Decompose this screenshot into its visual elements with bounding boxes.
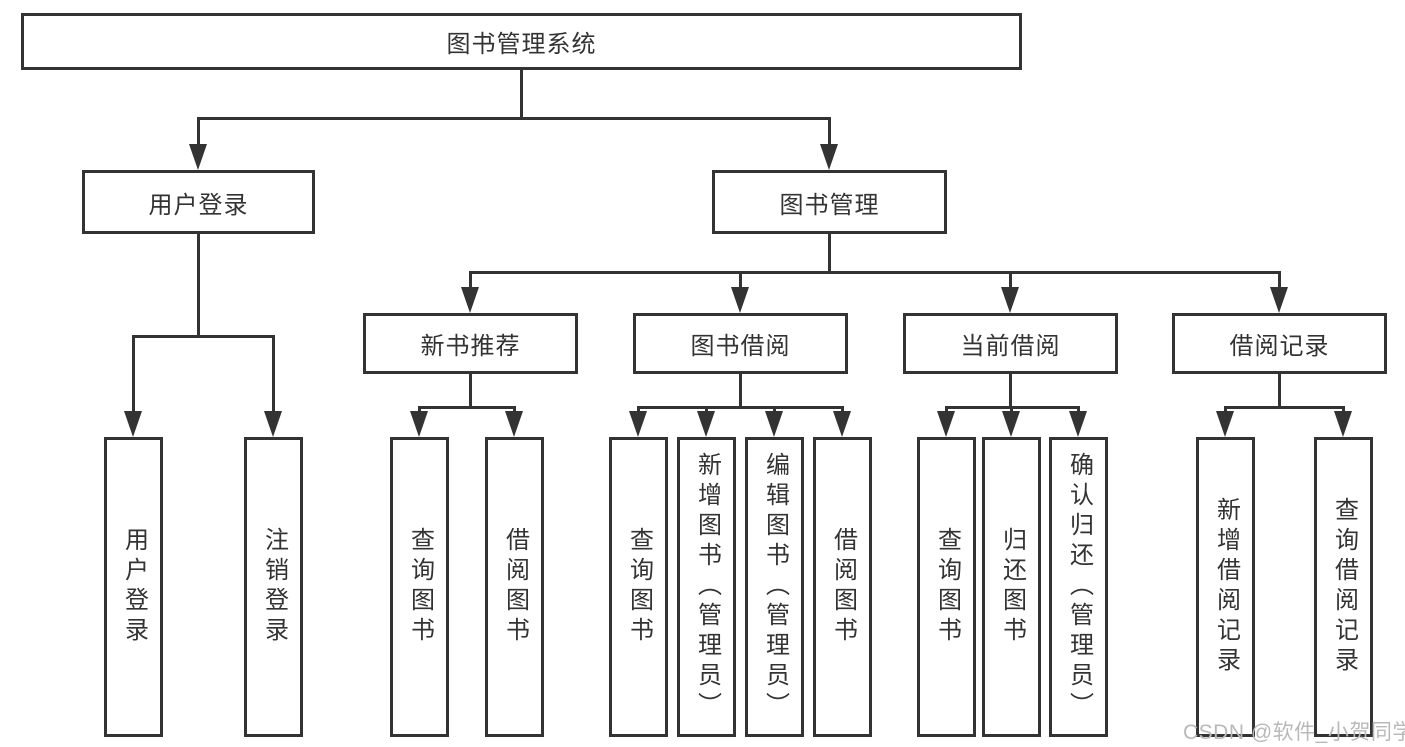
connector-level2-rail bbox=[469, 271, 1281, 274]
leaf-add-book-admin: 新增图书（管理员） bbox=[677, 437, 736, 737]
node-new-book-recommend: 新书推荐 bbox=[363, 313, 578, 374]
connector-drop-return-books bbox=[1010, 406, 1013, 414]
arrow-down-icon bbox=[629, 411, 647, 437]
connector-user-login-stem bbox=[197, 234, 200, 335]
connector-new-book-recommend-rail bbox=[418, 406, 516, 409]
leaf-label: 新增借阅记录 bbox=[1212, 497, 1240, 677]
leaf-borrow-books-2: 借阅图书 bbox=[813, 437, 872, 737]
connector-drop-add-book bbox=[705, 406, 708, 414]
connector-borrowing-records-stem bbox=[1278, 374, 1281, 406]
connector-drop-leaf-logout bbox=[272, 335, 275, 414]
leaf-label: 归还图书 bbox=[998, 527, 1026, 647]
connector-drop-edit-book bbox=[773, 406, 776, 414]
connector-drop-borrow-books-2 bbox=[841, 406, 844, 414]
connector-drop-add-borrow-record bbox=[1224, 406, 1227, 414]
arrow-down-icon bbox=[410, 411, 428, 437]
leaf-label: 借阅图书 bbox=[829, 527, 857, 647]
leaf-label: 查询借阅记录 bbox=[1330, 497, 1358, 677]
arrow-down-icon bbox=[697, 411, 715, 437]
leaf-label: 查询图书 bbox=[625, 527, 653, 647]
node-book-management-system: 图书管理系统 bbox=[21, 13, 1022, 70]
connector-user-login-rail bbox=[132, 335, 275, 338]
arrow-down-icon bbox=[264, 411, 282, 437]
connector-drop-query-books-2 bbox=[637, 406, 640, 414]
connector-drop-new-book-recommend bbox=[469, 271, 472, 291]
arrow-down-icon bbox=[1002, 411, 1020, 437]
connector-drop-borrow-books-1 bbox=[513, 406, 516, 414]
connector-drop-query-borrow-record bbox=[1342, 406, 1345, 414]
leaf-query-books-3: 查询图书 bbox=[917, 437, 976, 737]
connector-drop-query-books-3 bbox=[945, 406, 948, 414]
connector-drop-query-books-1 bbox=[418, 406, 421, 414]
leaf-add-borrow-record: 新增借阅记录 bbox=[1196, 437, 1255, 737]
leaf-label: 查询图书 bbox=[406, 527, 434, 647]
node-borrowing-records: 借阅记录 bbox=[1172, 313, 1387, 374]
leaf-return-books: 归还图书 bbox=[982, 437, 1041, 737]
leaf-user-login: 用户登录 bbox=[104, 437, 163, 737]
arrow-down-icon bbox=[124, 411, 142, 437]
arrow-down-icon bbox=[505, 411, 523, 437]
leaf-label: 新增图书（管理员） bbox=[693, 452, 721, 722]
leaf-confirm-return-admin: 确认归还（管理员） bbox=[1049, 437, 1108, 737]
leaf-label: 用户登录 bbox=[120, 527, 148, 647]
leaf-label: 确认归还（管理员） bbox=[1065, 452, 1093, 722]
node-current-borrowing: 当前借阅 bbox=[903, 313, 1118, 374]
connector-drop-current-borrowing bbox=[1009, 271, 1012, 291]
arrow-down-icon bbox=[820, 144, 838, 170]
leaf-query-books-2: 查询图书 bbox=[609, 437, 668, 737]
connector-drop-book-management bbox=[828, 117, 831, 147]
connector-drop-book-borrowing bbox=[739, 271, 742, 291]
node-book-borrowing: 图书借阅 bbox=[633, 313, 848, 374]
csdn-watermark: CSDN @软件_小贺同学 bbox=[1183, 721, 1405, 744]
connector-drop-leaf-user-login bbox=[132, 335, 135, 414]
connector-book-borrowing-stem bbox=[739, 374, 742, 406]
leaf-label: 注销登录 bbox=[260, 527, 288, 647]
arrow-down-icon bbox=[731, 287, 749, 313]
leaf-label: 编辑图书（管理员） bbox=[761, 452, 789, 722]
leaf-label: 查询图书 bbox=[933, 527, 961, 647]
arrow-down-icon bbox=[1069, 411, 1087, 437]
arrow-down-icon bbox=[833, 411, 851, 437]
connector-drop-borrowing-records bbox=[1278, 271, 1281, 291]
leaf-edit-book-admin: 编辑图书（管理员） bbox=[745, 437, 804, 737]
arrow-down-icon bbox=[1216, 411, 1234, 437]
connector-level1-rail bbox=[197, 117, 831, 120]
arrow-down-icon bbox=[765, 411, 783, 437]
node-user-login: 用户登录 bbox=[82, 170, 315, 234]
leaf-label: 借阅图书 bbox=[501, 527, 529, 647]
connector-current-borrowing-stem bbox=[1009, 374, 1012, 406]
leaf-borrow-books-1: 借阅图书 bbox=[485, 437, 544, 737]
connector-drop-user-login bbox=[197, 117, 200, 147]
arrow-down-icon bbox=[1334, 411, 1352, 437]
arrow-down-icon bbox=[1001, 287, 1019, 313]
connector-book-borrowing-rail bbox=[637, 406, 844, 409]
connector-book-management-stem bbox=[828, 234, 831, 271]
connector-new-book-recommend-stem bbox=[469, 374, 472, 406]
arrow-down-icon bbox=[189, 144, 207, 170]
connector-root-stem bbox=[520, 70, 523, 117]
leaf-logout: 注销登录 bbox=[244, 437, 303, 737]
leaf-query-borrow-record: 查询借阅记录 bbox=[1314, 437, 1373, 737]
arrow-down-icon bbox=[461, 287, 479, 313]
arrow-down-icon bbox=[937, 411, 955, 437]
leaf-query-books-1: 查询图书 bbox=[390, 437, 449, 737]
connector-drop-confirm-return bbox=[1077, 406, 1080, 414]
node-book-management: 图书管理 bbox=[712, 170, 947, 234]
arrow-down-icon bbox=[1270, 287, 1288, 313]
connector-borrowing-records-rail bbox=[1224, 406, 1345, 409]
